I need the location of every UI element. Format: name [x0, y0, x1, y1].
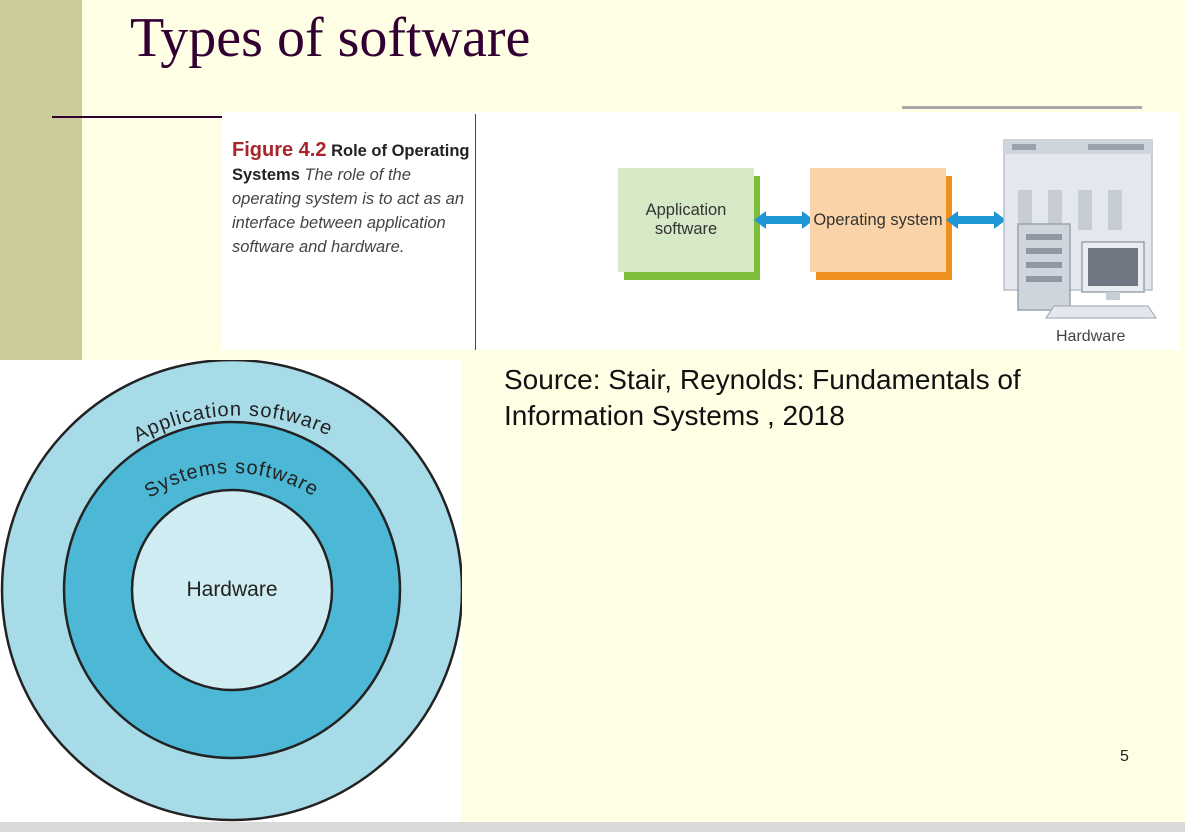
inner-circle	[130, 488, 334, 692]
figure-divider	[475, 114, 476, 350]
figure-heading: Role of Operating Systems	[232, 142, 470, 184]
operating-system-label: Operating system	[813, 210, 943, 229]
operating-system-box: Operating system	[810, 168, 946, 272]
figure-panel: Figure 4.2 Role of Operating Systems The…	[222, 112, 1180, 350]
title-underline	[52, 116, 222, 118]
hardware-label: Hardware	[1056, 328, 1126, 345]
hardware-computer-icon	[1003, 139, 1157, 319]
double-arrow-icon	[946, 211, 1006, 229]
inner-circle-label: Hardware	[186, 578, 277, 601]
double-arrow-icon	[754, 211, 814, 229]
decorative-rule	[902, 106, 1142, 109]
slide-title: Types of software	[130, 7, 531, 69]
page-number: 5	[1120, 748, 1129, 765]
figure-description: The role of the operating system is to a…	[232, 166, 465, 256]
application-software-label: Application software	[645, 201, 727, 238]
source-citation: Source: Stair, Reynolds: Fundamentals of…	[504, 364, 1021, 431]
concentric-circles-svg: Application software Systems software Ha…	[0, 358, 464, 822]
software-layers-diagram: Application software Systems software Ha…	[0, 358, 464, 822]
side-accent-bar	[0, 0, 82, 360]
figure-number: Figure 4.2	[232, 139, 327, 161]
figure-caption: Figure 4.2 Role of Operating Systems The…	[232, 138, 472, 259]
application-software-box: Application software	[618, 168, 754, 272]
